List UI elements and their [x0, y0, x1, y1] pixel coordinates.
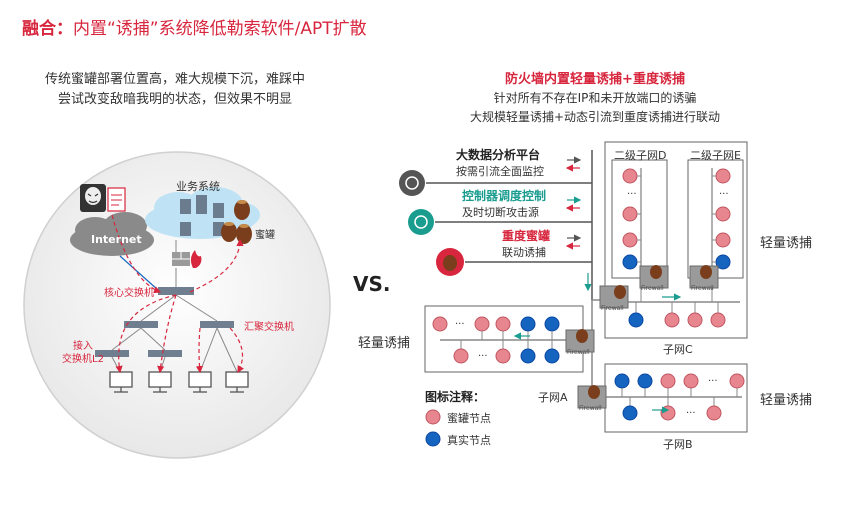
light-trap-label-b: 轻量诱捕	[760, 393, 813, 408]
controller-icon	[408, 209, 434, 235]
subnet-e-label: 二级子网E	[690, 149, 741, 162]
page-title: 融合：内置“诱捕”系统降低勒索软件/APT扩散	[22, 14, 367, 39]
pc-icons	[109, 371, 249, 393]
left-desc-line2: 尝试改变敌暗我明的状态，但效果不明显	[57, 92, 292, 107]
subnet-a-ellipsis-top: ...	[455, 316, 465, 327]
vs-label: VS.	[353, 272, 391, 296]
right-head-title: 防火墙内置轻量诱捕+重度诱捕	[505, 72, 685, 87]
subnet-a-nodes	[432, 316, 575, 364]
platform-heavy-title: 重度蜜罐	[502, 229, 551, 243]
firewall-label-a: Firewall	[567, 349, 590, 356]
subnet-c-box	[604, 141, 748, 339]
platform-controller-title: 控制器调度控制	[462, 189, 547, 203]
left-links	[111, 240, 238, 373]
legend-real-icon	[425, 431, 441, 447]
left-desc-line1: 传统蜜罐部署位置高，难大规模下沉，难踩中	[44, 72, 305, 87]
left-description: 传统蜜罐部署位置高，难大规模下沉，难踩中 尝试改变敌暗我明的状态，但效果不明显	[20, 70, 330, 110]
legend-honeypot-label: 蜜罐节点	[447, 412, 491, 425]
subnet-e-ellipsis: ...	[719, 186, 729, 197]
internet-cloud	[70, 212, 154, 256]
right-header: 防火墙内置轻量诱捕+重度诱捕 针对所有不存在IP和未开放端口的诱骗 大规模轻量诱…	[430, 70, 760, 127]
subnet-b-label: 子网B	[663, 438, 693, 451]
server-icons	[180, 195, 224, 236]
subnet-b-box	[604, 363, 748, 433]
legend-real-label: 真实节点	[447, 434, 491, 447]
subnet-b-ellipsis-top: ...	[708, 373, 718, 384]
access-switch-label-line2: 交换机L2	[62, 354, 104, 365]
hacker-icon	[80, 184, 106, 212]
bigdata-platform-icon-inner	[405, 176, 419, 190]
agg-switch-right-icon	[200, 321, 234, 328]
firewall-label-d: Firewall	[641, 285, 664, 292]
business-system-label: 业务系统	[176, 180, 220, 193]
subnet-e-box	[687, 159, 744, 279]
controller-icon-inner	[414, 215, 428, 229]
subnet-a-label: 子网A	[538, 391, 568, 404]
left-firewall-icon	[172, 250, 202, 268]
legend-title: 图标注释：	[425, 390, 486, 404]
access-switch-label-line1: 接入	[72, 341, 93, 352]
document-icon	[107, 187, 126, 212]
attack-paths	[111, 214, 245, 374]
heavy-honeypot-jar	[443, 255, 457, 271]
light-trap-label-c: 轻量诱捕	[760, 236, 813, 251]
platform-heavy-sub: 联动诱捕	[502, 246, 546, 259]
honeypot-label: 蜜罐	[255, 230, 275, 241]
title-text: 内置“诱捕”系统降低勒索软件/APT扩散	[73, 19, 367, 39]
platform-controller: 控制器调度控制 及时切断攻击源	[462, 187, 546, 220]
firewall-label-c-left: Firewall	[601, 305, 624, 312]
subnet-c-label: 子网C	[663, 343, 693, 356]
subnet-d-label: 二级子网D	[614, 149, 667, 162]
subnet-a-ellipsis-bottom: ...	[478, 348, 488, 359]
platform-controller-sub: 及时切断攻击源	[462, 206, 539, 219]
access-switch-mid-icon	[148, 350, 182, 357]
agg-switch-left-icon	[124, 321, 158, 328]
title-prefix: 融合：	[22, 19, 73, 39]
subnet-e-nodes	[711, 168, 731, 270]
platform-arrows	[565, 156, 592, 292]
access-switch-left-icon	[95, 350, 129, 357]
platform-bigdata: 大数据分析平台 按需引流全面监控	[456, 146, 544, 179]
subnet-b-ellipsis-bottom: ...	[686, 405, 696, 416]
platform-bigdata-sub: 按需引流全面监控	[456, 165, 544, 178]
light-trap-label-a: 轻量诱捕	[358, 336, 411, 351]
core-switch-label: 核心交换机	[104, 288, 154, 299]
subnet-d-box	[611, 159, 668, 279]
subnet-b-nodes	[612, 373, 745, 421]
right-firewall-icons	[565, 265, 719, 409]
right-head-line3: 大规模轻量诱捕+动态引流到重度诱捕进行联动	[469, 110, 721, 124]
legend-honeypot-icon	[425, 409, 441, 425]
internet-link	[119, 255, 159, 291]
internet-label: Internet	[91, 233, 142, 246]
core-switch-icon	[158, 287, 194, 295]
right-head-line2: 针对所有不存在IP和未开放端口的诱骗	[493, 91, 697, 105]
subnet-d-nodes	[622, 168, 642, 270]
access-switch-label: 接入 交换机L2	[62, 340, 104, 366]
subnet-d-ellipsis: ...	[627, 186, 637, 197]
platform-bigdata-title: 大数据分析平台	[456, 148, 541, 162]
firewall-label-e: Firewall	[691, 285, 714, 292]
firewall-label-b: Firewall	[579, 405, 602, 412]
agg-switch-label: 汇聚交换机	[244, 322, 294, 333]
platform-lines	[426, 150, 593, 300]
platform-heavy-honeypot: 重度蜜罐 联动诱捕	[502, 227, 550, 260]
bigdata-platform-icon	[399, 170, 425, 196]
